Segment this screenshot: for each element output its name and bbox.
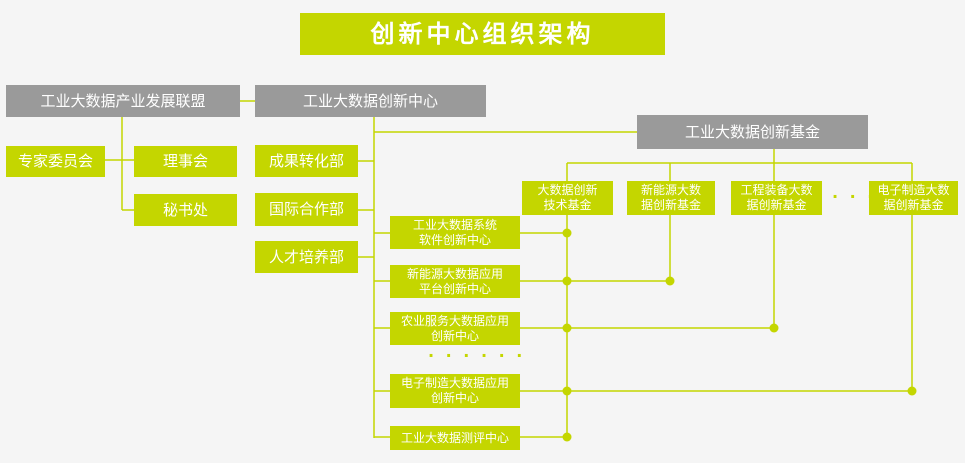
sub-fund-electronics-line1: 电子制造大数 [877,183,950,197]
sub-center-agriculture-line2: 创新中心 [430,328,479,343]
sub-center-new-energy-line2: 平台创新中心 [418,281,491,296]
sub-center-agriculture: 农业服务大数据应用 创新中心 [390,312,520,345]
sub-fund-tech: 大数据创新 技术基金 [522,181,613,215]
alliance-box: 工业大数据产业发展联盟 [6,85,240,117]
sub-fund-electronics-line2: 据创新基金 [883,198,944,212]
sub-fund-electronics: 电子制造大数 据创新基金 [869,181,958,215]
innovation-center-box: 工业大数据创新中心 [255,85,486,117]
expert-committee-box: 专家委员会 [6,146,105,177]
sub-fund-engineering: 工程装备大数 据创新基金 [731,181,822,215]
sub-center-new-energy-line1: 新能源大数据应用 [406,266,503,281]
sub-center-software-line1: 工业大数据系统 [412,217,497,232]
sub-center-agriculture-line1: 农业服务大数据应用 [400,313,509,328]
secretariat-box: 秘书处 [134,194,237,226]
sub-fund-engineering-line1: 工程装备大数 [740,183,813,197]
sub-center-electronics: 电子制造大数据应用 创新中心 [390,374,520,408]
sub-center-ellipsis: · · · · · · [428,346,526,365]
sub-fund-new-energy-line2: 据创新基金 [640,198,701,212]
dept-transfer-box: 成果转化部 [255,145,358,177]
innovation-fund-box: 工业大数据创新基金 [637,115,868,149]
dept-intl-box: 国际合作部 [255,193,358,226]
sub-fund-tech-line1: 大数据创新 [537,183,598,197]
sub-fund-new-energy: 新能源大数 据创新基金 [627,181,715,215]
sub-fund-new-energy-line1: 新能源大数 [640,183,701,197]
sub-center-testing: 工业大数据测评中心 [390,426,520,450]
sub-center-software: 工业大数据系统 软件创新中心 [390,216,520,249]
council-box: 理事会 [134,146,237,177]
sub-center-electronics-line2: 创新中心 [430,391,479,405]
dept-talent-box: 人才培养部 [255,241,358,273]
sub-fund-tech-line2: 技术基金 [543,198,592,212]
sub-fund-ellipsis: · · · [832,187,877,206]
page-title: 创新中心组织架构 [300,13,665,55]
sub-center-electronics-line1: 电子制造大数据应用 [400,376,509,390]
sub-center-new-energy: 新能源大数据应用 平台创新中心 [390,265,520,298]
sub-center-software-line2: 软件创新中心 [418,232,491,247]
sub-fund-engineering-line2: 据创新基金 [746,198,807,212]
